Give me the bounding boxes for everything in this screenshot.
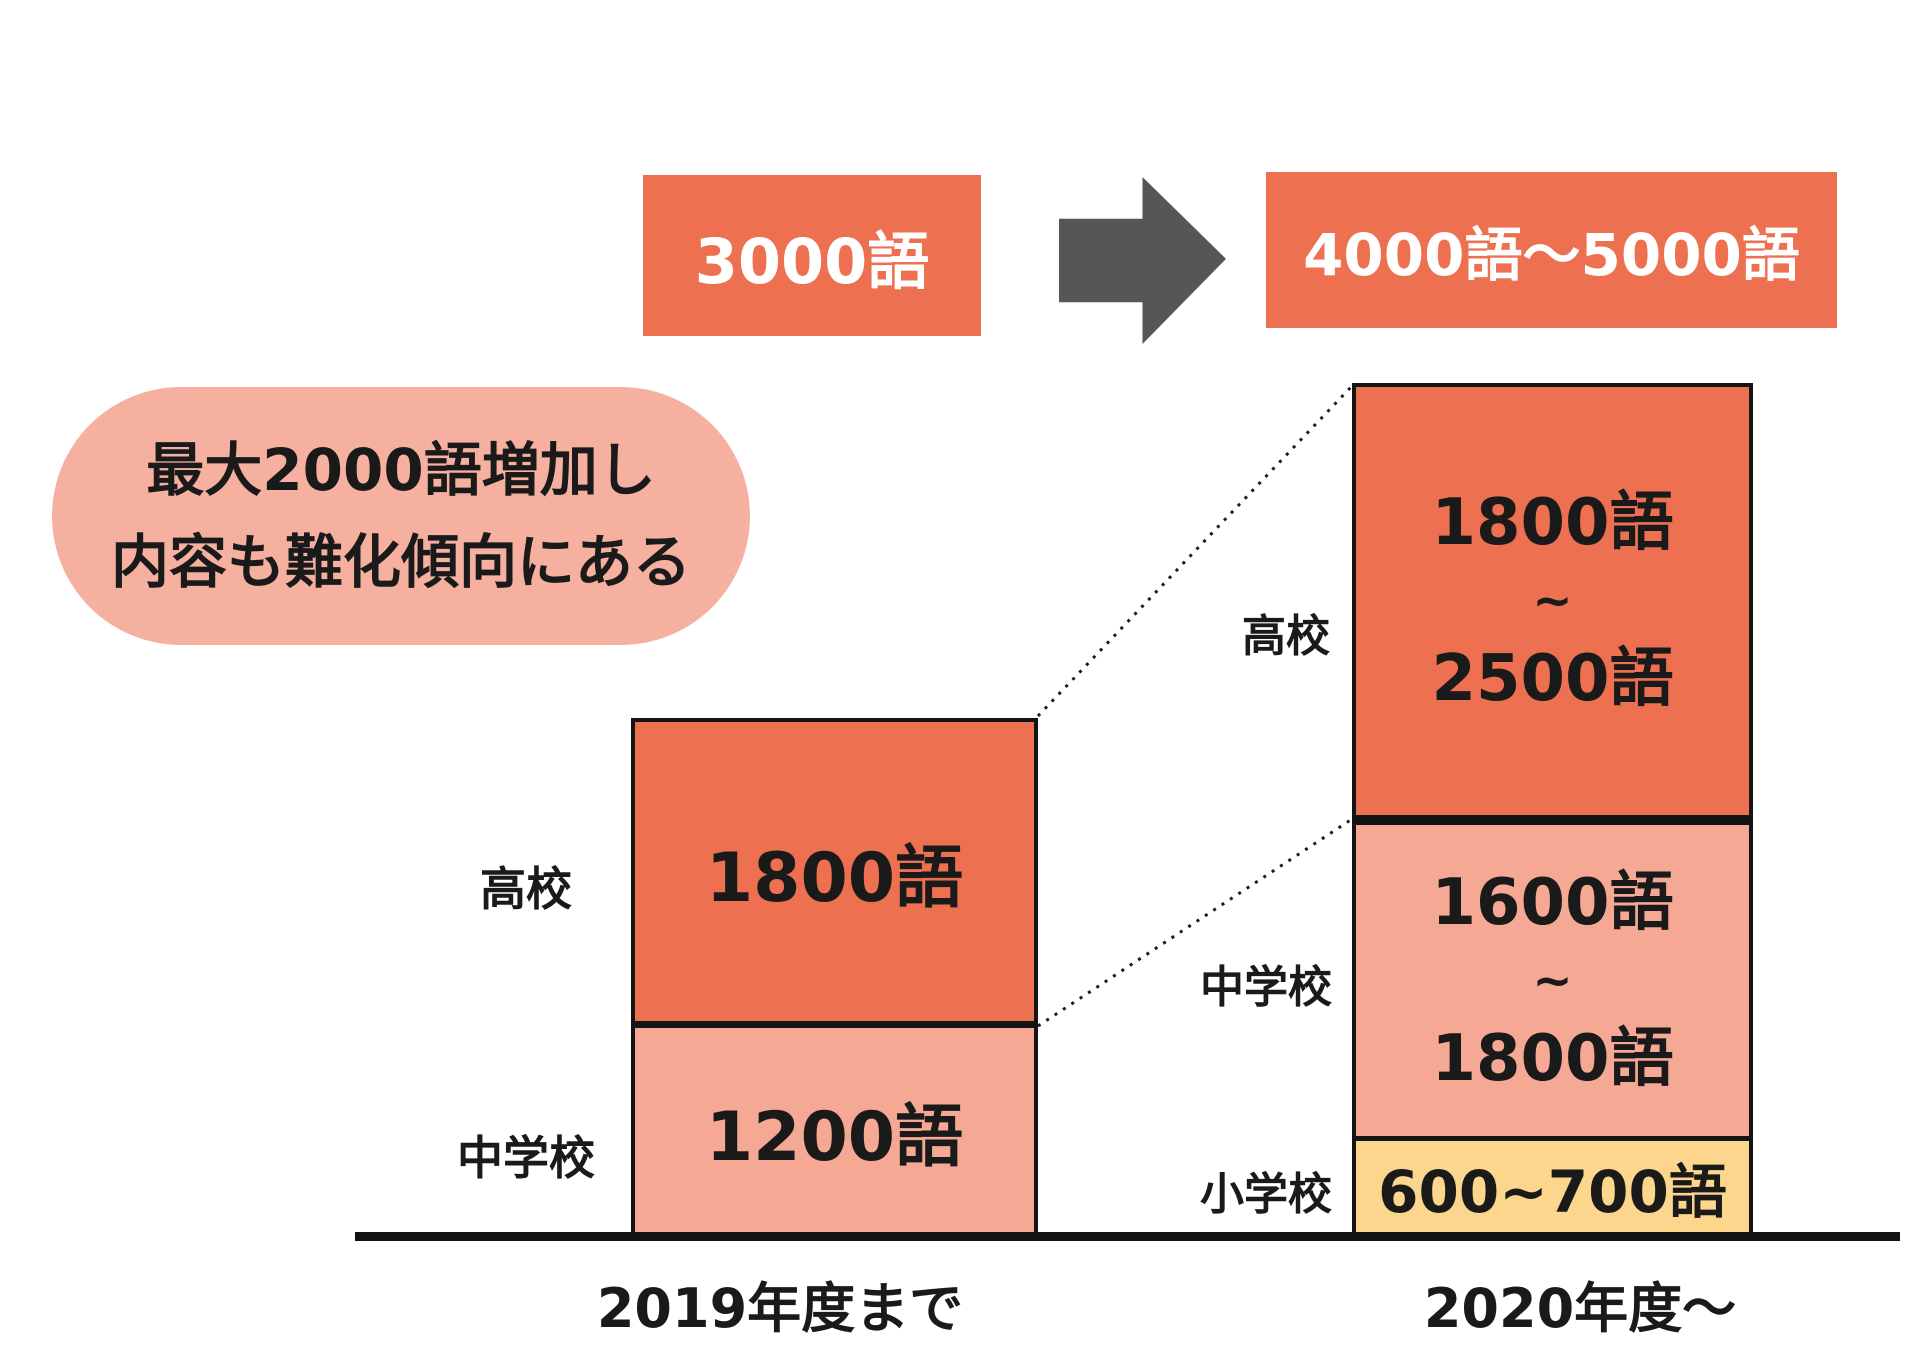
callout-line1: 最大2000語増加し: [146, 436, 656, 504]
bar-2020-segment-chuugakkou: 1600語 ~ 1800語: [1352, 820, 1753, 1136]
label-koukou-2019: 高校: [480, 862, 572, 916]
axis-label-2020: 2020年度〜: [1423, 1277, 1737, 1340]
label-shougakkou-2020: 小学校: [1200, 1169, 1332, 1220]
bar-2019-koukou-value: 1800語: [705, 839, 964, 918]
label-chuugakkou-2019: 中学校: [457, 1131, 595, 1185]
total-before-label: 3000語: [694, 224, 930, 298]
right-arrow-icon: [1059, 177, 1226, 344]
bar-2019-chuugakkou-value: 1200語: [705, 1097, 964, 1177]
total-before-box: 3000語: [643, 175, 981, 336]
total-after-label: 4000語〜5000語: [1303, 221, 1800, 289]
x-axis-line: [355, 1232, 1900, 1241]
bar-2020-chuugakkou-max: 1800語: [1431, 1021, 1674, 1096]
bar-2019-segment-koukou: 1800語: [631, 718, 1038, 1028]
bar-2020: 1800語 ~ 2500語 1600語 ~ 1800語 600~700語: [1352, 383, 1753, 1232]
callout-bubble: 最大2000語増加し 内容も難化傾向にある: [52, 387, 750, 645]
bar-2020-chuugakkou-min: 1600語: [1431, 865, 1674, 940]
dotted-line-top: [1036, 384, 1354, 718]
axis-label-2019: 2019年度まで: [596, 1277, 964, 1340]
bar-2020-segment-shougakkou: 600~700語: [1352, 1136, 1753, 1232]
label-koukou-2020: 高校: [1242, 611, 1330, 662]
bar-2019: 1800語 1200語: [631, 718, 1038, 1232]
label-chuugakkou-2020: 中学校: [1200, 962, 1332, 1013]
bar-2020-koukou-tilde: ~: [1532, 573, 1573, 629]
bar-2020-koukou-min: 1800語: [1431, 486, 1674, 560]
total-after-box: 4000語〜5000語: [1266, 172, 1837, 328]
bar-2020-koukou-max: 2500語: [1431, 642, 1674, 716]
bar-2020-shougakkou-value: 600~700語: [1378, 1157, 1727, 1226]
bar-2020-segment-koukou: 1800語 ~ 2500語: [1352, 383, 1753, 820]
bar-2019-segment-chuugakkou: 1200語: [631, 1028, 1038, 1232]
bar-2020-chuugakkou-tilde: ~: [1532, 952, 1573, 1009]
callout-line2: 内容も難化傾向にある: [110, 528, 691, 596]
